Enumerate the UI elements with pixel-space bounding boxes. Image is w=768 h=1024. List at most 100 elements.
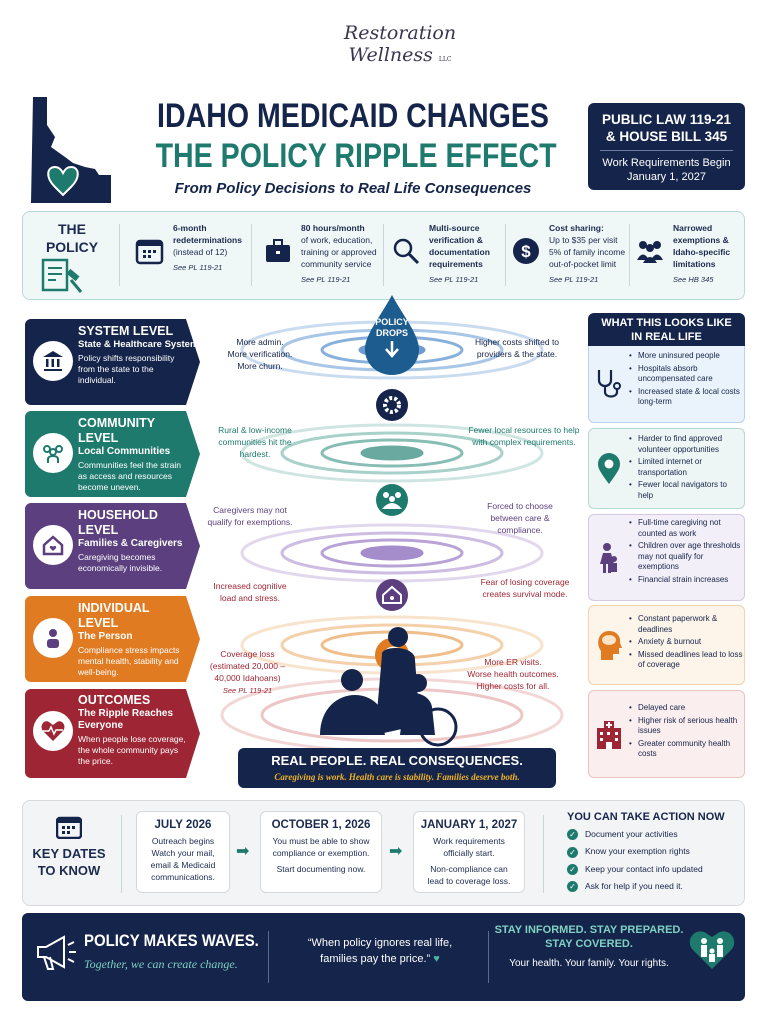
quote-line: families pay the price.”: [320, 953, 431, 965]
divider: [121, 815, 122, 893]
family-heart-icon: [689, 931, 735, 969]
date-title: JULY 2026: [154, 819, 212, 831]
real-life-item: Increased state & local costs long-term: [629, 387, 744, 408]
arrow-right-icon: ➡: [236, 843, 250, 860]
real-people-banner: REAL PEOPLE. REAL CONSEQUENCES. Caregivi…: [238, 748, 556, 788]
real-life-item: Full-time caregiving not counted as work: [629, 518, 744, 539]
stay-line: STAY COVERED.: [545, 938, 633, 950]
real-life-item: More uninsured people: [629, 351, 744, 362]
real-life-item: Harder to find approved volunteer opport…: [629, 434, 744, 455]
level-left-note: Caregivers may not qualify for exemption…: [207, 505, 293, 527]
gear-icon: [376, 389, 408, 421]
outcome-left-note: Coverage loss (estimated 20,000 – 40,000…: [205, 648, 290, 697]
action-item: Ask for help if you need it.: [585, 880, 683, 891]
real-life-item: Constant paperwork & deadlines: [629, 614, 744, 635]
level-left-note: Coverage loss (estimated 20,000 – 40,000…: [209, 649, 286, 683]
level-right-note: Fewer local resources to help with compl…: [468, 425, 580, 447]
policy-item-line: community service: [301, 259, 372, 269]
law-box: PUBLIC LAW 119-21 & HOUSE BILL 345 Work …: [588, 103, 745, 190]
key-dates-label-2: TO KNOW: [37, 863, 101, 878]
family-silhouette-icon: [320, 627, 458, 747]
policy-item-line: verification &: [429, 235, 483, 245]
drop-label-2: DROPS: [376, 328, 408, 338]
policy-item-line: requirements: [429, 259, 483, 269]
level-title: COMMUNITY LEVEL: [78, 416, 155, 445]
action-item: Document your activities: [585, 829, 678, 839]
law-sub-1: Work Requirements Begin: [602, 157, 731, 169]
banner-tagline: Caregiving is work. Health care is stabi…: [274, 772, 520, 782]
quote-line: “When policy ignores real life,: [307, 937, 453, 949]
subtitle: From Policy Decisions to Real Life Conse…: [174, 180, 532, 197]
divider: [600, 150, 733, 151]
logo-suffix: LLC: [438, 56, 452, 63]
real-life-item: Financial strain increases: [629, 575, 744, 586]
drop-label-1: POLICY: [375, 317, 409, 327]
policy-drop-icon: [365, 295, 419, 375]
action-item: Know your exemption rights: [585, 846, 690, 857]
date-title: JANUARY 1, 2027: [420, 819, 518, 831]
divider: [268, 931, 269, 983]
level-right-note: Higher costs shifted to providers & the …: [474, 337, 560, 359]
real-life-item: Greater community health costs: [629, 739, 744, 760]
policy-item-ref: See HB 345: [673, 275, 714, 284]
home-heart-icon: [33, 525, 73, 565]
law-title-1: PUBLIC LAW 119-21: [601, 112, 732, 127]
date-line: Start documenting now.: [276, 864, 366, 874]
policy-item-line: Idaho-specific: [673, 247, 731, 257]
level-title: OUTCOMES: [78, 693, 151, 707]
policy-item-line: Up to $35 per visit: [549, 235, 618, 245]
date-line: Watch your mail,: [151, 848, 215, 858]
date-line: email & Medicaid: [150, 860, 216, 870]
stethoscope-icon: [597, 370, 621, 398]
policy-item-ref: See PL 119-21: [429, 275, 479, 284]
level-desc: Communities feel the strain as access an…: [78, 460, 181, 492]
magnifier-icon: [393, 238, 420, 265]
footer-banner: POLICY MAKES WAVES. Together, we can cre…: [22, 913, 745, 1001]
real-life-box: Full-time caregiving not counted as work…: [588, 514, 745, 601]
policy-item-line: of work, education,: [301, 235, 373, 245]
check-icon: ✓: [567, 881, 578, 892]
action-list: YOU CAN TAKE ACTION NOW ✓ Document your a…: [567, 811, 742, 892]
real-life-item: Hospitals absorb uncompensated care: [629, 364, 744, 385]
svg-text:$: $: [521, 242, 531, 261]
divider: [488, 931, 489, 983]
real-life-item: Limited internet or transportation: [629, 457, 744, 478]
logo-text: Restoration Wellness: [343, 22, 457, 66]
date-line: officially start.: [443, 848, 495, 858]
arrow-right-icon: ➡: [389, 843, 403, 860]
level-left-note: More admin. More verification. More chur…: [227, 337, 293, 371]
date-line: You must be able to show: [272, 836, 370, 846]
divider: [119, 224, 120, 286]
community-icon: [376, 484, 408, 516]
level-right-note: Fear of losing coverage creates survival…: [480, 577, 570, 599]
calendar-icon: [56, 816, 82, 839]
stay-line: STAY INFORMED. STAY PREPARED.: [494, 924, 684, 936]
level-subtitle: State & Healthcare System: [78, 339, 199, 350]
divider: [505, 224, 506, 286]
policy-item-line: redeterminations: [173, 235, 242, 245]
megaphone-icon: [37, 935, 76, 970]
real-life-box: Constant paperwork & deadlinesAnxiety & …: [588, 605, 745, 685]
real-life-title-2: IN REAL LIFE: [631, 331, 702, 343]
footer-stay: STAY INFORMED. STAY PREPARED. STAY COVER…: [494, 923, 684, 970]
date-line: lead to coverage loss.: [427, 876, 511, 886]
check-icon: ✓: [567, 863, 578, 875]
date-line: communications.: [151, 872, 215, 882]
level-title: SYSTEM LEVEL: [78, 324, 174, 338]
caregiver-family-icon: [600, 542, 617, 573]
policy-label-2: POLICY: [45, 239, 99, 255]
action-title: YOU CAN TAKE ACTION NOW: [567, 811, 725, 823]
date-line: compliance or exemption.: [272, 848, 370, 858]
real-life-box: More uninsured peopleHospitals absorb un…: [588, 346, 745, 423]
level-title: INDIVIDUAL LEVEL: [78, 601, 150, 630]
level-subtitle: The Person: [78, 631, 133, 642]
dollar-icon: $: [513, 238, 539, 264]
heart-icon: ♥: [433, 953, 440, 965]
briefcase-icon: [266, 239, 290, 262]
document-gavel-icon: [41, 258, 83, 293]
